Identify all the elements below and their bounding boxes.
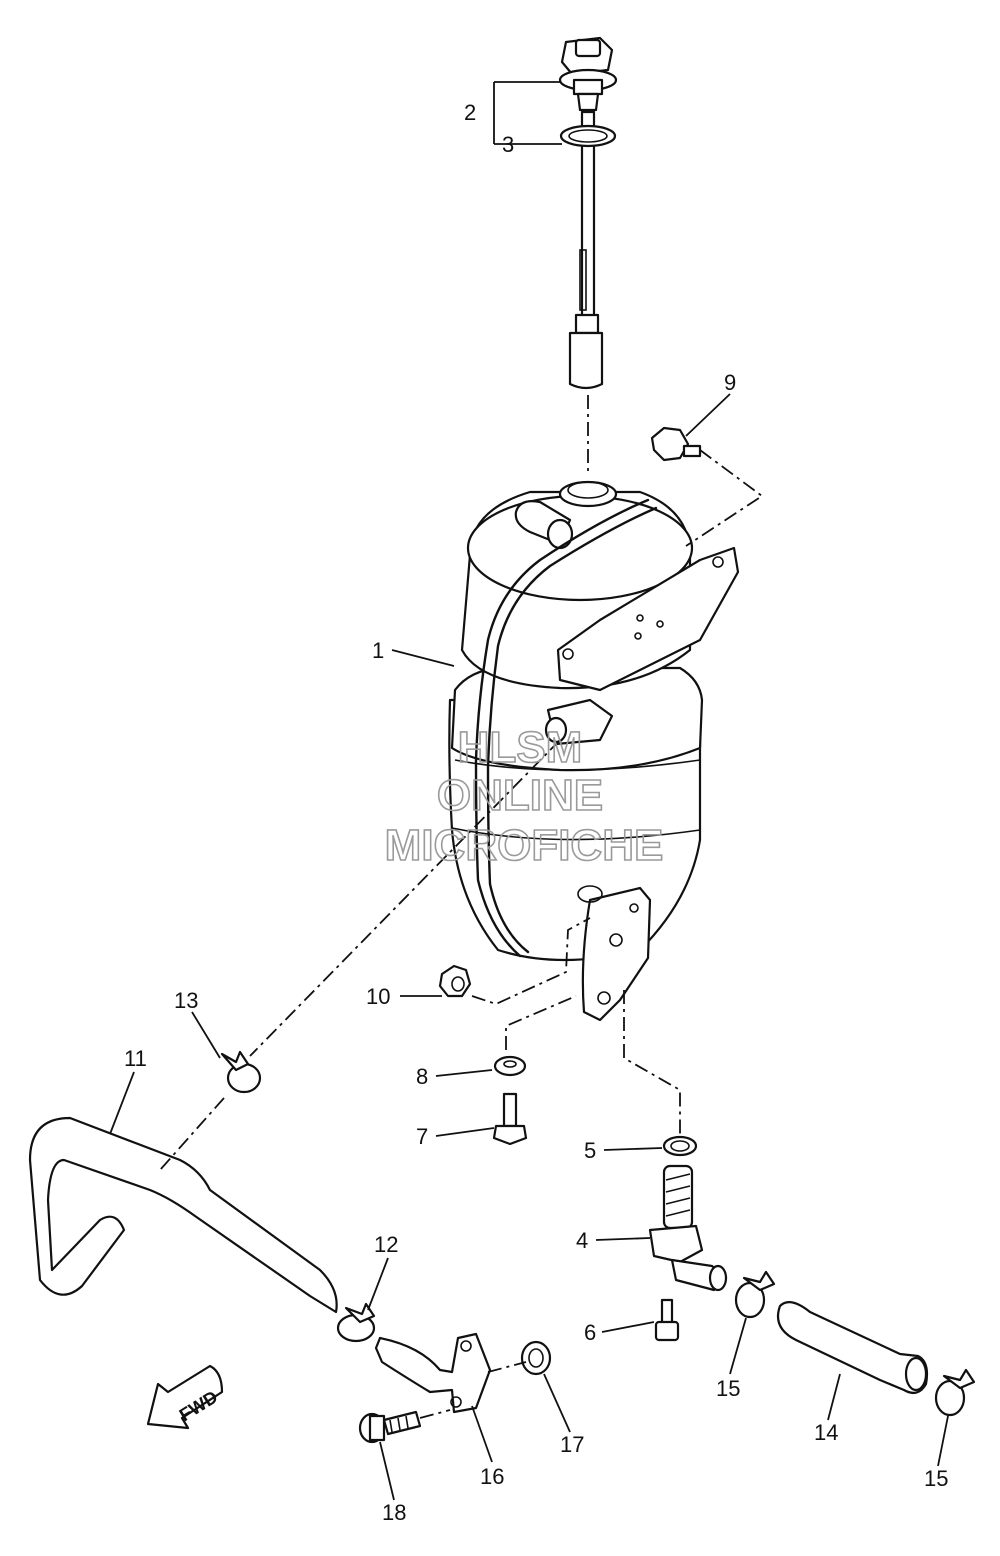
callout-16[interactable]: 16	[480, 1464, 504, 1489]
watermark-line-1: HLSM	[458, 723, 583, 772]
oil-level-sender[interactable]	[558, 36, 618, 390]
union-joint[interactable]	[648, 1164, 728, 1292]
leader-lines	[109, 81, 949, 1501]
hose-clip[interactable]	[734, 1270, 776, 1319]
callout-1[interactable]: 1	[372, 638, 384, 663]
callout-15[interactable]: 15	[924, 1466, 948, 1491]
bolt-flange[interactable]	[492, 1092, 528, 1146]
pipe[interactable]	[374, 1332, 492, 1414]
callout-8[interactable]: 8	[416, 1064, 428, 1089]
callout-2[interactable]: 2	[464, 100, 476, 125]
callout-17[interactable]: 17	[560, 1432, 584, 1457]
callouts: 2 3 9 1 10 13 11 8 7 5 4 12 6 15 14 15 1…	[124, 100, 948, 1525]
hose-clip[interactable]	[934, 1368, 976, 1417]
callout-9[interactable]: 9	[724, 370, 736, 395]
gasket[interactable]	[662, 1135, 698, 1157]
callout-6[interactable]: 6	[584, 1320, 596, 1345]
o-ring[interactable]	[520, 1340, 552, 1376]
fwd-arrow: FWD	[146, 1364, 224, 1430]
callout-15[interactable]: 15	[716, 1376, 740, 1401]
alignment-lines	[159, 395, 764, 1419]
callout-14[interactable]: 14	[814, 1420, 838, 1445]
callout-4[interactable]: 4	[576, 1228, 588, 1253]
oil-tank[interactable]	[448, 480, 740, 1022]
callout-5[interactable]: 5	[584, 1138, 596, 1163]
bolt[interactable]	[650, 426, 702, 462]
watermark-line-2: ONLINE	[437, 771, 603, 820]
watermark-line-3: MICROFICHE	[385, 821, 664, 870]
callout-10[interactable]: 10	[366, 984, 390, 1009]
hose[interactable]	[776, 1301, 929, 1395]
callout-13[interactable]: 13	[174, 988, 198, 1013]
callout-3[interactable]: 3	[502, 132, 514, 157]
washer[interactable]	[493, 1055, 527, 1077]
hose-clip[interactable]	[220, 1050, 262, 1094]
callout-7[interactable]: 7	[416, 1124, 428, 1149]
hose[interactable]	[28, 1116, 338, 1314]
callout-12[interactable]: 12	[374, 1232, 398, 1257]
nut[interactable]	[438, 964, 472, 998]
watermark: HLSM ONLINE MICROFICHE	[384, 722, 664, 871]
hose-clip[interactable]	[336, 1302, 376, 1343]
bolt[interactable]	[358, 1410, 422, 1444]
arrow-icon	[146, 1364, 224, 1430]
callout-11[interactable]: 11	[124, 1046, 147, 1071]
screw[interactable]	[654, 1298, 680, 1342]
callout-18[interactable]: 18	[382, 1500, 406, 1525]
o-ring[interactable]	[559, 124, 617, 148]
